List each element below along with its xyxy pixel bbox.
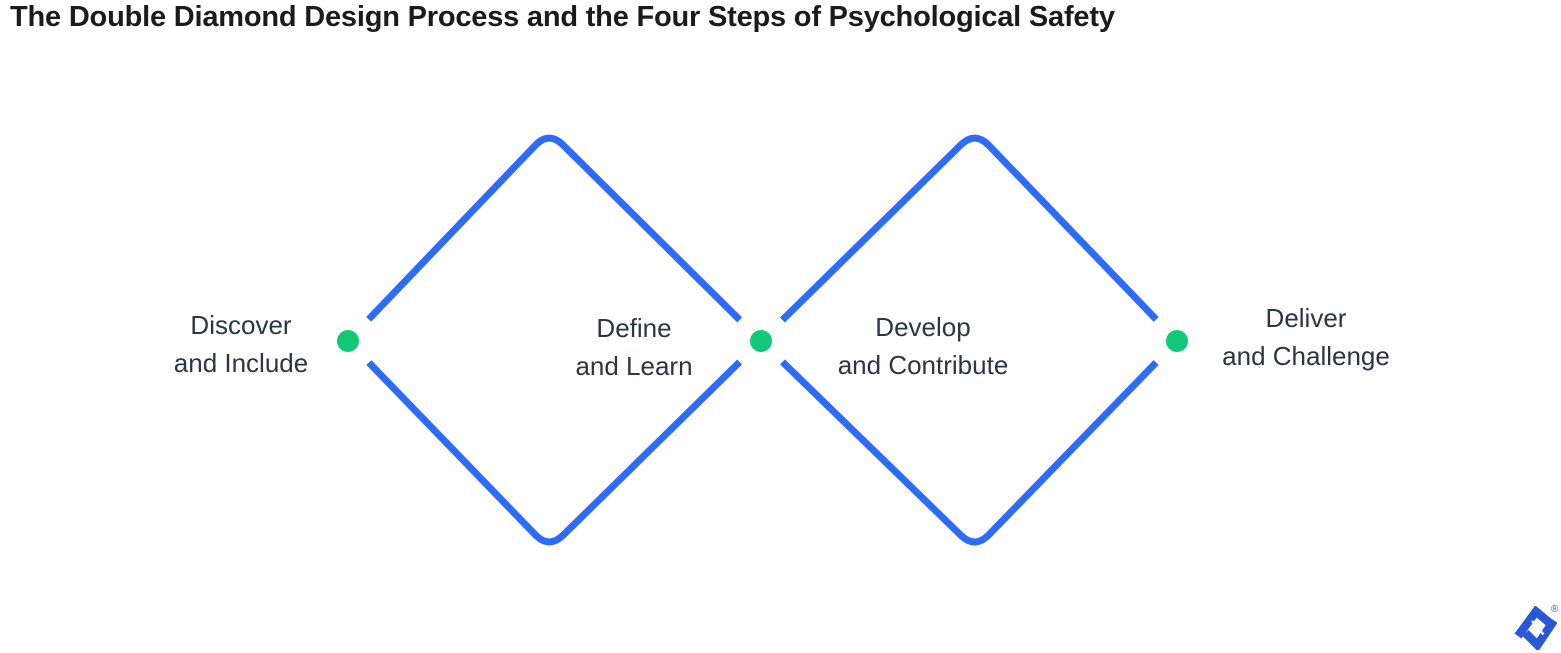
stage-label-line: and Contribute bbox=[837, 350, 1009, 380]
toptal-logo-slit bbox=[1531, 620, 1545, 636]
stage-label-line: and Challenge bbox=[1222, 341, 1390, 371]
node-discover-dot bbox=[337, 330, 359, 352]
stage-label-deliver: Deliver and Challenge bbox=[1222, 299, 1390, 375]
registered-trademark-symbol: ® bbox=[1551, 604, 1559, 615]
stage-label-line: Discover bbox=[190, 310, 292, 340]
stage-label-line: Deliver bbox=[1265, 303, 1347, 333]
toptal-logo-lower-ribbon bbox=[1522, 618, 1557, 650]
toptal-logo-upper-ribbon bbox=[1514, 606, 1555, 639]
stage-label-discover: Discover and Include bbox=[174, 306, 308, 382]
stage-label-line: and Learn bbox=[575, 351, 693, 381]
stage-label-define: Define and Learn bbox=[575, 309, 692, 385]
diamond-2-lower-edge bbox=[780, 359, 1159, 546]
diamond-1-lower-edge bbox=[366, 359, 743, 546]
diamond-2-upper-edge bbox=[779, 134, 1159, 323]
stage-label-line: and Include bbox=[173, 348, 309, 378]
toptal-logo-icon bbox=[1514, 606, 1557, 650]
stage-label-develop: Develop and Contribute bbox=[838, 308, 1009, 384]
diamond-1-upper-edge bbox=[366, 134, 743, 323]
stage-label-line: Develop bbox=[875, 312, 971, 342]
page-title: The Double Diamond Design Process and th… bbox=[10, 1, 1115, 33]
node-deliver-dot bbox=[1166, 330, 1188, 352]
node-center-dot bbox=[750, 330, 772, 352]
stage-label-line: Define bbox=[596, 313, 672, 343]
